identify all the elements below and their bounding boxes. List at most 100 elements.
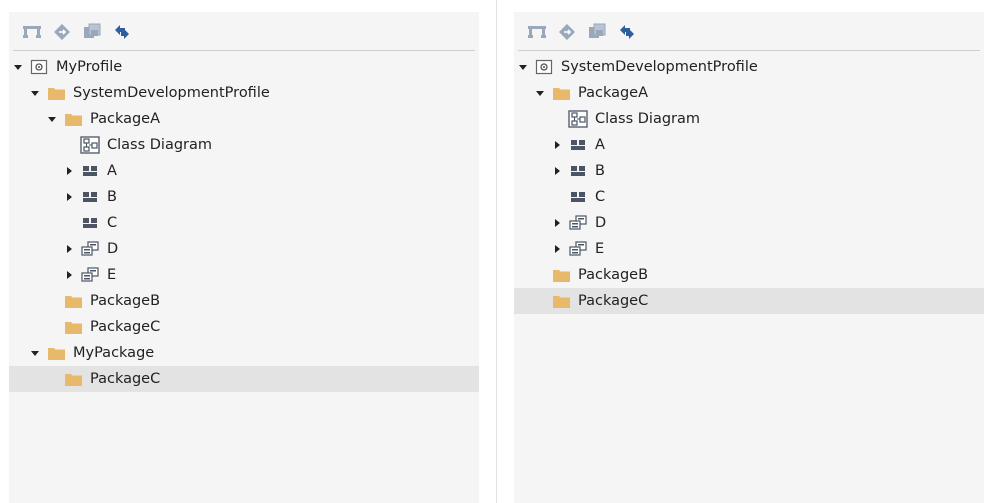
folder-icon — [63, 318, 83, 336]
tree-item[interactable]: B — [9, 184, 479, 210]
hierarchy-icon[interactable] — [526, 21, 548, 43]
sync-icon[interactable] — [616, 21, 638, 43]
class-diagram-icon — [80, 136, 100, 154]
hierarchy-icon[interactable] — [21, 21, 43, 43]
class-icon — [568, 214, 588, 232]
tree-item-label: PackageB — [90, 293, 161, 309]
folder-icon — [63, 110, 83, 128]
tree-item-label: A — [595, 137, 605, 153]
folder-icon — [551, 292, 571, 310]
panel-divider — [496, 0, 497, 503]
tree-item-label: Class Diagram — [595, 111, 701, 127]
class-diagram-icon — [568, 110, 588, 128]
copy-icon[interactable] — [81, 21, 103, 43]
tree-item-label: A — [107, 163, 117, 179]
collapsed-arrow-icon[interactable] — [62, 164, 76, 178]
tree-item-label: B — [595, 163, 605, 179]
tree-item[interactable]: D — [514, 210, 984, 236]
folder-icon — [551, 84, 571, 102]
expanded-arrow-icon[interactable] — [28, 86, 42, 100]
tree-item[interactable]: Class Diagram — [514, 106, 984, 132]
left-toolbar — [21, 20, 133, 44]
tree-item-label: SystemDevelopmentProfile — [73, 85, 270, 101]
tree-item-label: MyProfile — [56, 59, 123, 75]
tree-item-label: SystemDevelopmentProfile — [561, 59, 758, 75]
tree-item-label: PackageC — [90, 371, 161, 387]
stereotype-icon — [568, 136, 588, 154]
tree-item[interactable]: SystemDevelopmentProfile — [514, 54, 984, 80]
tree-item[interactable]: E — [9, 262, 479, 288]
tree-item[interactable]: PackageB — [514, 262, 984, 288]
tree-item[interactable]: PackageC — [514, 288, 984, 314]
tree-item-label: PackageA — [90, 111, 161, 127]
tree-item[interactable]: PackageC — [9, 314, 479, 340]
tree-item-label: PackageA — [578, 85, 649, 101]
stereotype-icon — [568, 188, 588, 206]
collapsed-arrow-icon[interactable] — [550, 242, 564, 256]
stereotype-icon — [568, 162, 588, 180]
tree-item-label: D — [107, 241, 119, 257]
tree-item[interactable]: A — [514, 132, 984, 158]
tree-item[interactable]: D — [9, 236, 479, 262]
tree-item[interactable]: PackageA — [514, 80, 984, 106]
tree-item[interactable]: SystemDevelopmentProfile — [9, 80, 479, 106]
sync-icon[interactable] — [111, 21, 133, 43]
expanded-arrow-icon[interactable] — [11, 60, 25, 74]
expanded-arrow-icon[interactable] — [533, 86, 547, 100]
folder-icon — [551, 266, 571, 284]
folder-icon — [63, 292, 83, 310]
stereotype-icon — [80, 188, 100, 206]
navigate-icon[interactable] — [556, 21, 578, 43]
tree-item[interactable]: C — [9, 210, 479, 236]
tree-item-label: PackageB — [578, 267, 649, 283]
tree-item[interactable]: C — [514, 184, 984, 210]
tree-item-label: C — [595, 189, 606, 205]
tree-item-label: B — [107, 189, 117, 205]
tree-item[interactable]: E — [514, 236, 984, 262]
tree-item-label: Class Diagram — [107, 137, 213, 153]
collapsed-arrow-icon[interactable] — [550, 216, 564, 230]
tree-item[interactable]: MyProfile — [9, 54, 479, 80]
folder-icon — [63, 370, 83, 388]
class-icon — [568, 240, 588, 258]
tree-item[interactable]: MyPackage — [9, 340, 479, 366]
collapsed-arrow-icon[interactable] — [62, 268, 76, 282]
tree-item-label: PackageC — [578, 293, 649, 309]
collapsed-arrow-icon[interactable] — [62, 190, 76, 204]
tree-item[interactable]: A — [9, 158, 479, 184]
stereotype-icon — [80, 214, 100, 232]
tree-item-label: PackageC — [90, 319, 161, 335]
stereotype-icon — [80, 162, 100, 180]
tree-item-label: C — [107, 215, 118, 231]
folder-icon — [46, 84, 66, 102]
collapsed-arrow-icon[interactable] — [550, 164, 564, 178]
copy-icon[interactable] — [586, 21, 608, 43]
profile-icon — [534, 58, 554, 76]
folder-icon — [46, 344, 66, 362]
toolbar-separator — [518, 50, 980, 51]
class-icon — [80, 266, 100, 284]
expanded-arrow-icon[interactable] — [516, 60, 530, 74]
tree-item[interactable]: Class Diagram — [9, 132, 479, 158]
tree-item-label: E — [595, 241, 605, 257]
navigate-icon[interactable] — [51, 21, 73, 43]
tree-item-label: E — [107, 267, 117, 283]
profile-icon — [29, 58, 49, 76]
expanded-arrow-icon[interactable] — [28, 346, 42, 360]
tree-item-label: MyPackage — [73, 345, 155, 361]
expanded-arrow-icon[interactable] — [45, 112, 59, 126]
tree-item[interactable]: PackageC — [9, 366, 479, 392]
tree-item-label: D — [595, 215, 607, 231]
class-icon — [80, 240, 100, 258]
toolbar-separator — [13, 50, 475, 51]
tree-item[interactable]: PackageA — [9, 106, 479, 132]
collapsed-arrow-icon[interactable] — [550, 138, 564, 152]
tree-item[interactable]: PackageB — [9, 288, 479, 314]
right-toolbar — [526, 20, 638, 44]
tree-item[interactable]: B — [514, 158, 984, 184]
collapsed-arrow-icon[interactable] — [62, 242, 76, 256]
